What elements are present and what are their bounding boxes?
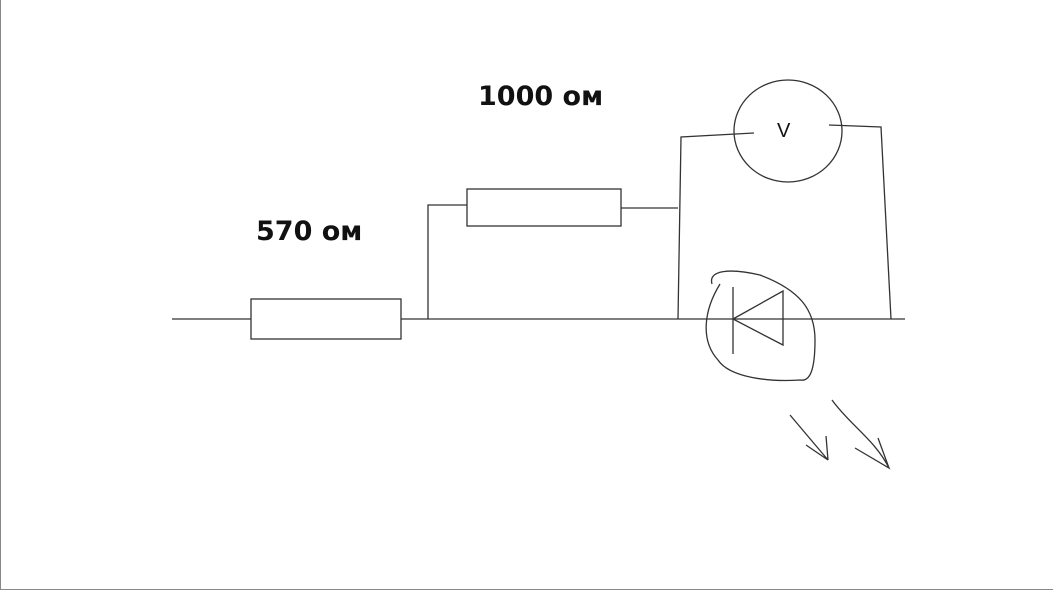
wire-voltmeter-right	[828, 124, 892, 320]
light-arrow-2	[831, 399, 891, 470]
voltmeter-label: V	[777, 120, 791, 142]
resistor2-label: 1000 ом	[478, 81, 603, 112]
wire-parallel-left	[427, 204, 467, 319]
resistor-570	[250, 298, 402, 340]
wire-voltmeter-left	[677, 132, 755, 320]
resistor1-label: 570 ом	[256, 216, 362, 247]
voltmeter-circle	[733, 79, 843, 183]
diode-triangle	[731, 289, 784, 347]
resistor-1000	[466, 188, 622, 227]
diode-highlight-loop	[705, 270, 816, 382]
light-arrow-1	[789, 414, 829, 461]
